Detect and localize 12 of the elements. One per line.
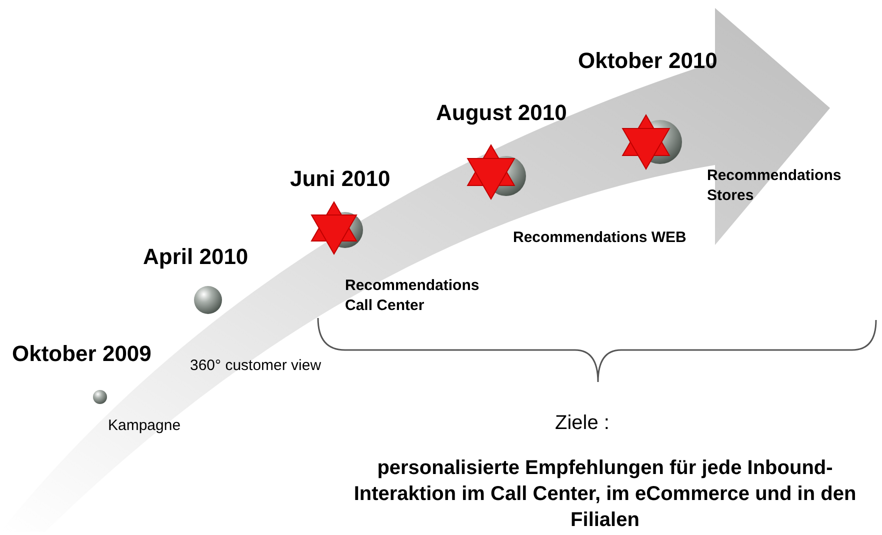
- goal-text: personalisierte Empfehlungen für jede Inbound-Interaktion im Call Center, im eCommerce und in den Filialen: [352, 456, 858, 533]
- date-label: April 2010: [143, 243, 250, 271]
- milestone-text: Recommendations WEB: [513, 228, 688, 248]
- milestone-text: Recommendations Call Center: [345, 276, 480, 315]
- milestone-text: Recommendations Stores: [707, 166, 842, 205]
- milestone-text: Kampagne: [108, 416, 182, 436]
- date-label: Oktober 2009: [12, 340, 152, 368]
- date-label: Oktober 2010: [578, 47, 718, 75]
- date-label: Juni 2010: [290, 165, 392, 193]
- date-label: August 2010: [436, 99, 568, 127]
- goal-heading: Ziele :: [555, 411, 610, 436]
- milestone-text: 360° customer view: [190, 356, 322, 376]
